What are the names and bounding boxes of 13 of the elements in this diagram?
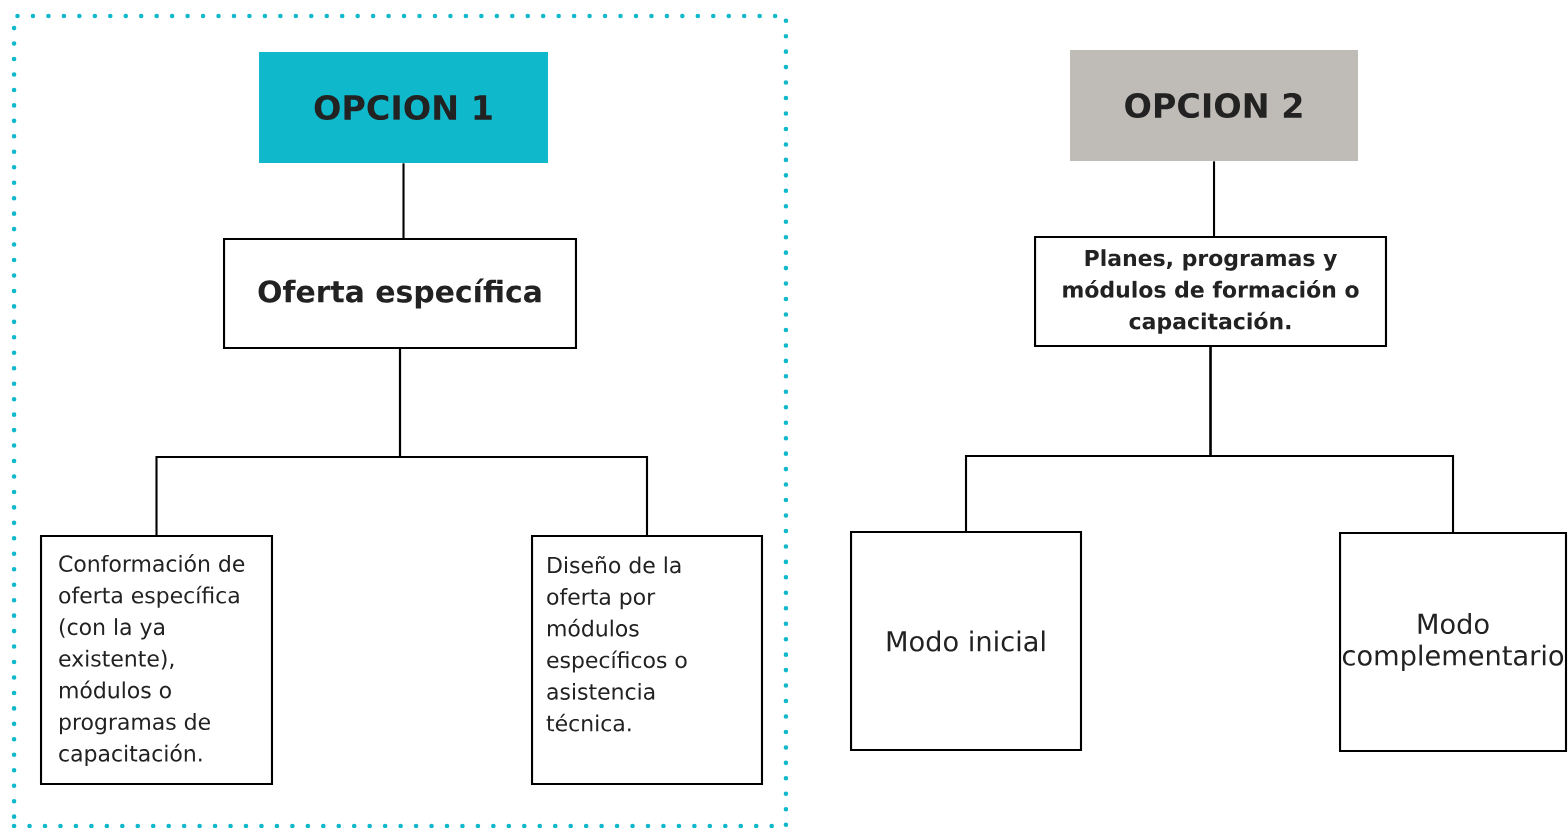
connector-line <box>1209 347 1455 532</box>
dotted-frame <box>11 13 789 828</box>
connector-line <box>398 349 649 535</box>
text-box: Modo inicial <box>849 530 1083 752</box>
header-box: OPCION 1 <box>259 52 548 163</box>
connector-line <box>402 163 405 238</box>
text-box: Modo complementario <box>1339 531 1568 753</box>
connector-line <box>1212 161 1216 236</box>
process-box: Planes, programas y módulos de formación o capacitación. <box>1034 235 1388 348</box>
process-box: Oferta específica <box>223 237 578 350</box>
header-box: OPCION 2 <box>1070 50 1358 161</box>
text-box: Conformación de oferta específica (con la ya existente), módulos o programas de capacitación. <box>39 534 274 786</box>
text-box: Diseño de la oferta por módulos específicos o asistencia técnica. <box>530 534 764 786</box>
